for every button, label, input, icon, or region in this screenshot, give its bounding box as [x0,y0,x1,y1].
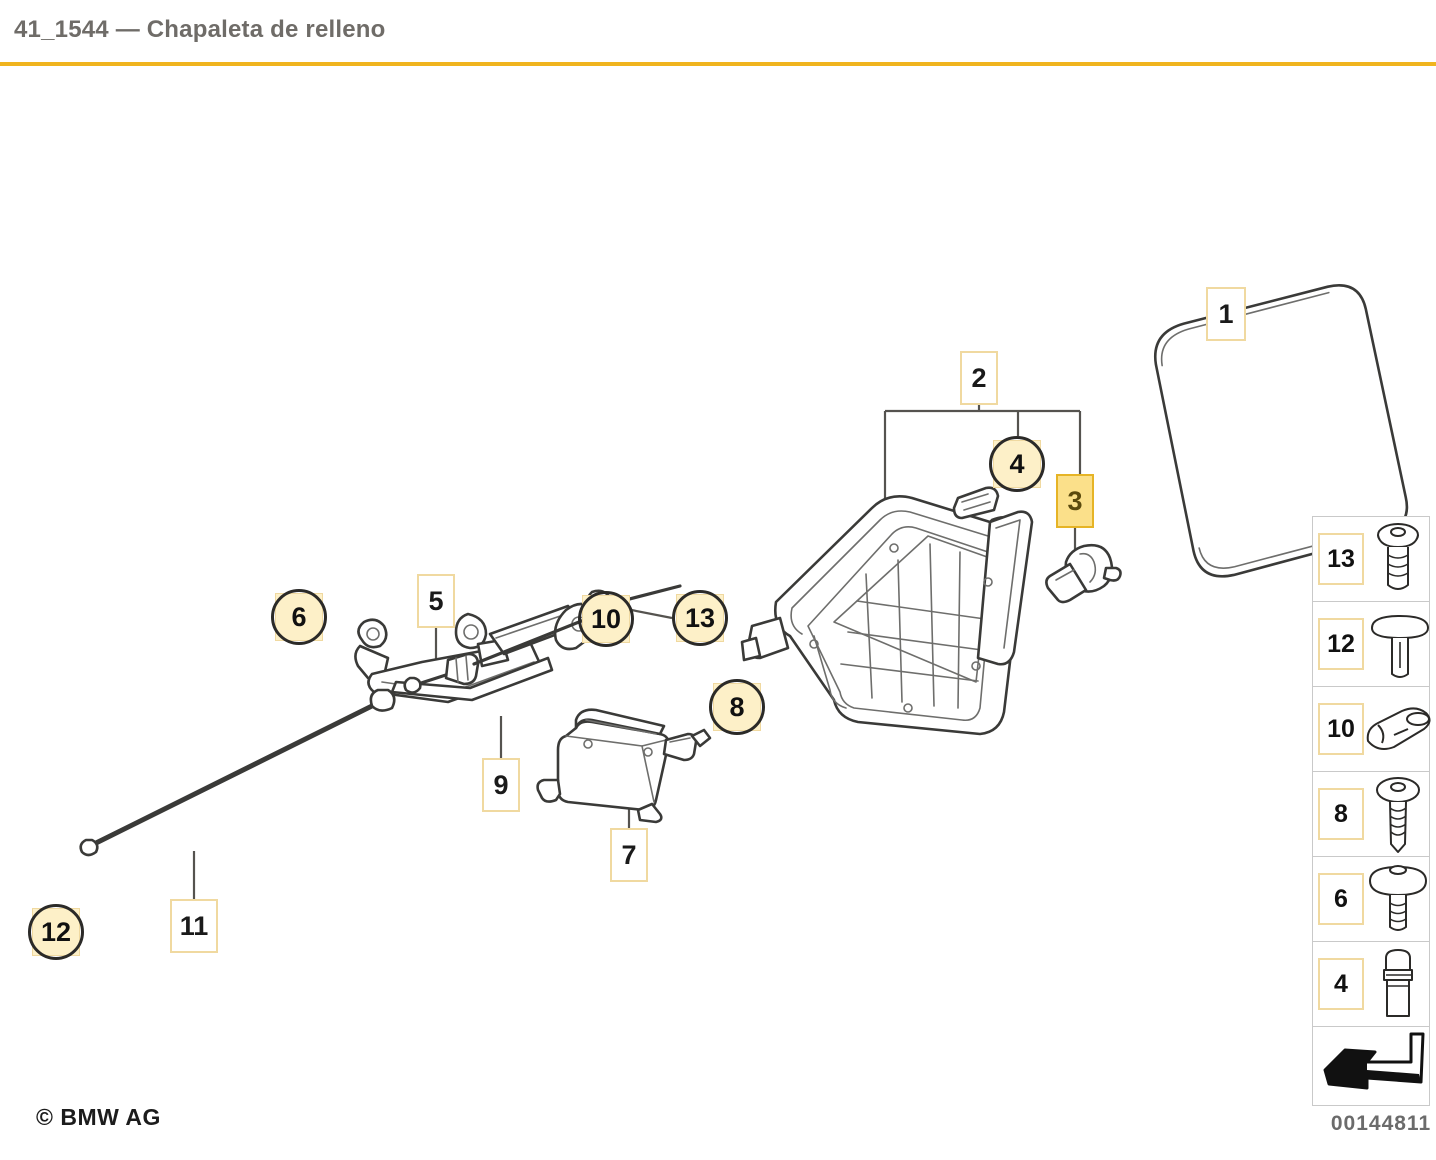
legend-row[interactable]: 8 [1313,772,1429,857]
copyright-notice: © BMW AG [36,1104,161,1130]
shoulder-stud-icon [1364,944,1436,1024]
callout-3[interactable]: 3 [1056,474,1094,528]
page-title: 41_1544 — Chapaleta de relleno [14,16,386,43]
legend-number-8: 8 [1318,788,1364,840]
pan-head-screw-icon [1364,774,1436,854]
diagram-id: 00144811 [1330,1112,1432,1135]
part-filler-pocket-assembly [740,486,1034,736]
legend-row[interactable]: 13 [1313,517,1429,602]
fastener-legend: 13 12 [1312,516,1431,1106]
callout-6[interactable]: 6 [271,589,327,645]
legend-number-6: 6 [1318,873,1364,925]
exploded-parts-drawing: .ln{fill:none;stroke:#3a3a38;stroke-widt… [79,284,1409,899]
leader-bracket-2 [883,405,1082,506]
legend-number-13: 13 [1318,533,1364,585]
callout-9[interactable]: 9 [482,758,520,812]
callout-13[interactable]: 13 [672,590,728,646]
legend-row[interactable]: 12 [1313,602,1429,687]
legend-number-4: 4 [1318,958,1364,1010]
callout-10[interactable]: 10 [578,591,634,647]
header-divider [0,62,1436,66]
callout-5[interactable]: 5 [417,574,455,628]
block-arrow-icon [1313,1026,1431,1106]
callout-1[interactable]: 1 [1206,287,1246,341]
part-grommet-clip [1045,543,1122,604]
legend-row[interactable]: 6 [1313,857,1429,942]
diagram-canvas: .ln{fill:none;stroke:#3a3a38;stroke-widt… [0,66,1436,1160]
part-bowden-cable-long [79,688,396,857]
callout-11[interactable]: 11 [170,899,218,953]
legend-number-10: 10 [1318,703,1364,755]
ribbed-screw-icon [1364,519,1436,599]
legend-row-orientation[interactable] [1313,1027,1429,1105]
part-hinge-bracket [354,602,600,704]
callout-12[interactable]: 12 [28,904,84,960]
legend-number-12: 12 [1318,618,1364,670]
callout-8[interactable]: 8 [709,679,765,735]
page-header: 41_1544 — Chapaleta de relleno [0,0,1436,66]
legend-row[interactable]: 10 [1313,687,1431,772]
push-rivet-icon [1364,604,1436,684]
part-lock-actuator-motor [536,708,712,824]
callout-2[interactable]: 2 [960,351,998,405]
part-fuel-filler-flap [1153,284,1409,578]
oval-head-screw-icon [1364,859,1436,939]
callout-4[interactable]: 4 [989,436,1045,492]
legend-row[interactable]: 4 [1313,942,1429,1027]
cable-clip-icon [1364,689,1436,769]
callout-7[interactable]: 7 [610,828,648,882]
